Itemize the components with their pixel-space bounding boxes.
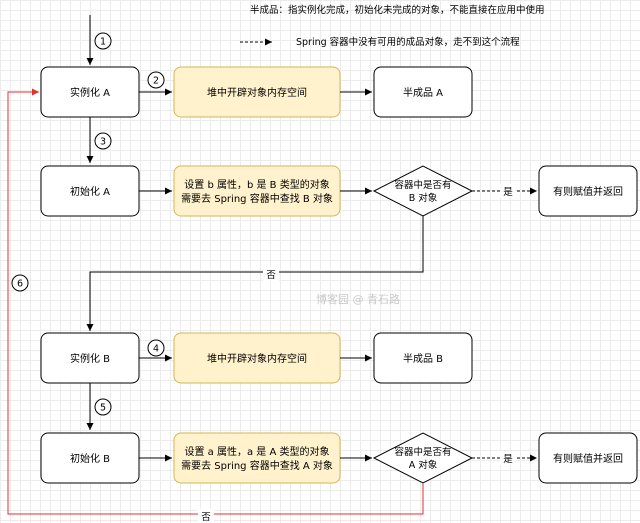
yes-label-2: 是 — [503, 454, 513, 465]
decision-b-diamond — [372, 165, 474, 217]
step-3-marker — [94, 132, 112, 150]
no-loop-arrow-to-instantiate-a — [7, 88, 424, 515]
yes-label-2-bg — [500, 451, 516, 465]
heap-b-label: 堆中开辟对象内存空间 — [207, 352, 307, 365]
instantiate-a-label: 实例化 A — [70, 86, 110, 99]
no-arrow-to-instantiate-b — [86, 216, 424, 331]
half-b-box — [373, 332, 473, 384]
no-label-1: 否 — [266, 270, 276, 281]
decision-b-line2: B 对象 — [409, 192, 438, 204]
half-b-label: 半成品 B — [403, 352, 443, 365]
yes-label-1-bg — [500, 184, 516, 198]
return-label-1: 有则赋值并返回 — [553, 185, 623, 198]
half-product-note: 半成品：指实例化完成，初始化未完成的对象，不能直接在应用中使用 — [250, 4, 545, 16]
init-b-label: 初始化 B — [70, 452, 110, 465]
decision-b-line1: 容器中是否有 — [394, 179, 451, 191]
step-5-label: 5 — [100, 403, 106, 414]
no-label-1-bg — [263, 267, 279, 281]
step-3-label: 3 — [100, 137, 106, 148]
decision-a-line2: A 对象 — [409, 459, 438, 471]
step-5-marker — [94, 398, 112, 416]
watermark: 博客园 @ 青石路 — [316, 292, 400, 306]
init-a-label: 初始化 A — [70, 185, 110, 198]
decision-a-diamond — [372, 432, 474, 484]
step-1-marker — [94, 32, 112, 50]
half-a-label: 半成品 A — [403, 86, 443, 99]
set-b-line1: 设置 b 属性，b 是 B 类型的对象 — [184, 178, 329, 191]
decision-a-line1: 容器中是否有 — [394, 446, 451, 458]
instantiate-b-label: 实例化 B — [70, 352, 110, 365]
step-4-marker — [147, 339, 165, 357]
half-a-box — [373, 66, 473, 118]
step-6-label: 6 — [17, 279, 23, 290]
dashed-note: Spring 容器中没有可用的成品对象，走不到这个流程 — [296, 36, 520, 48]
step-6-marker — [11, 274, 29, 292]
yes-label-1: 是 — [503, 187, 513, 198]
set-b-line2: 需要去 Spring 容器中查找 B 对象 — [181, 192, 333, 205]
return-box-1 — [538, 165, 638, 217]
return-label-2: 有则赋值并返回 — [553, 452, 623, 465]
no-label-2-bg — [198, 509, 214, 523]
no-label-2: 否 — [201, 512, 211, 523]
heap-a-label: 堆中开辟对象内存空间 — [207, 86, 307, 99]
set-a-box — [173, 432, 341, 484]
return-box-2 — [538, 432, 638, 484]
step-2-label: 2 — [153, 76, 159, 87]
set-b-box — [173, 165, 341, 217]
step-1-label: 1 — [100, 37, 106, 48]
set-a-line1: 设置 a 属性，a 是 A 类型的对象 — [185, 445, 330, 458]
set-a-line2: 需要去 Spring 容器中查找 A 对象 — [181, 459, 333, 472]
step-2-marker — [147, 71, 165, 89]
step-4-label: 4 — [153, 344, 159, 355]
